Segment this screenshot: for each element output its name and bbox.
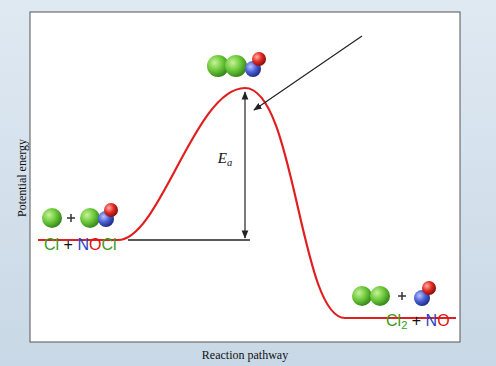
cl2-molecule bbox=[352, 286, 390, 306]
activation-energy-label: Ea bbox=[218, 151, 232, 168]
ea-arrow bbox=[244, 92, 245, 238]
axis-label: Reaction pathway bbox=[202, 349, 288, 361]
plus-sign bbox=[67, 214, 75, 222]
pointer-arrow bbox=[254, 36, 362, 110]
reactants-label: Cl + NOCl bbox=[44, 237, 117, 253]
axis-label: Potential energy bbox=[16, 139, 28, 217]
energy-curve bbox=[38, 88, 456, 318]
products-label: Cl2 + NO bbox=[386, 313, 450, 331]
plus-sign bbox=[398, 292, 406, 300]
nocl-molecule bbox=[80, 203, 118, 228]
no-molecule bbox=[414, 281, 436, 306]
plot-frame bbox=[30, 12, 460, 342]
reference-line bbox=[128, 239, 250, 240]
transition-state bbox=[207, 52, 266, 77]
cl-atom bbox=[42, 208, 62, 228]
